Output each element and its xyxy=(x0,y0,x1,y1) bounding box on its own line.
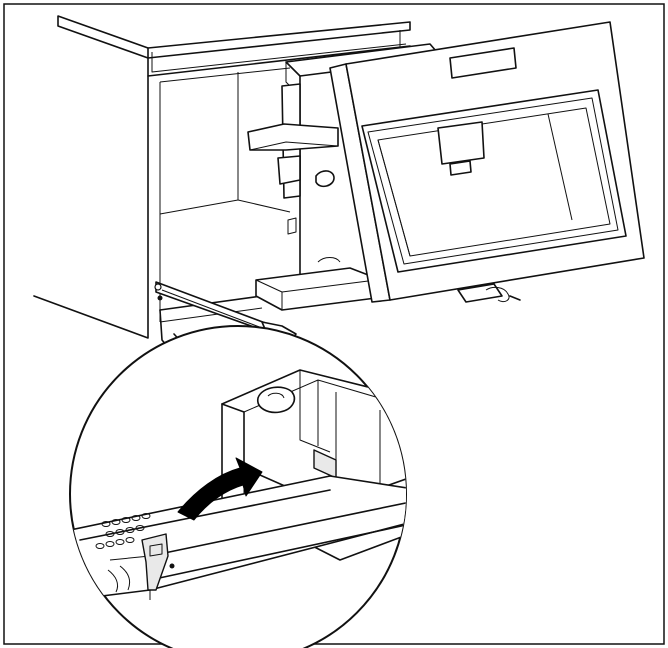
drip-tray-grill xyxy=(317,257,341,263)
detail-runner-holes xyxy=(95,513,151,549)
detail-tray-hole-rim xyxy=(267,392,285,399)
detail-content xyxy=(70,369,406,601)
right-runner-end xyxy=(509,295,521,301)
cabinet xyxy=(33,15,411,339)
detail-tray-hole xyxy=(257,386,296,414)
recess-right-depth xyxy=(547,113,573,221)
detail-spring xyxy=(119,565,131,591)
cup-shelf-edge xyxy=(249,141,339,151)
recess-left-depth xyxy=(377,139,411,257)
front-panel-frame xyxy=(361,89,627,273)
side-clip xyxy=(287,217,297,235)
right-runner-latch xyxy=(485,286,510,303)
knob xyxy=(315,170,335,188)
rotation-arrow xyxy=(177,457,263,521)
display-window xyxy=(449,47,517,79)
detail-runner-top-line xyxy=(79,489,331,541)
appliance-front-panel xyxy=(329,21,645,303)
right-runner-bracket xyxy=(457,283,503,303)
cabinet-floor-lip xyxy=(159,307,263,323)
cabinet-top-inner-edge xyxy=(151,43,407,73)
cabinet-opening-top xyxy=(159,67,291,83)
front-panel-frame-inner xyxy=(367,97,619,265)
magnifier-detail-circle xyxy=(69,325,407,648)
detail-runner-mid-line xyxy=(149,499,406,557)
detail-latch-screw xyxy=(169,563,175,569)
runner-front-stop xyxy=(154,283,162,291)
cabinet-floor-back xyxy=(237,199,291,213)
coffee-spout-nozzle xyxy=(449,160,472,176)
runner-rail-line xyxy=(161,289,263,329)
detail-spring-2 xyxy=(107,569,119,593)
detail-tray-inner-wall xyxy=(299,370,331,453)
detail-latch-tab xyxy=(149,543,163,557)
coffee-machine-appliance xyxy=(247,43,443,311)
cabinet-left-side xyxy=(33,75,149,339)
spout-bracket xyxy=(277,155,301,185)
runner-screw xyxy=(157,295,163,301)
detail-runner-low-line xyxy=(149,521,406,581)
coffee-spout xyxy=(437,121,485,165)
